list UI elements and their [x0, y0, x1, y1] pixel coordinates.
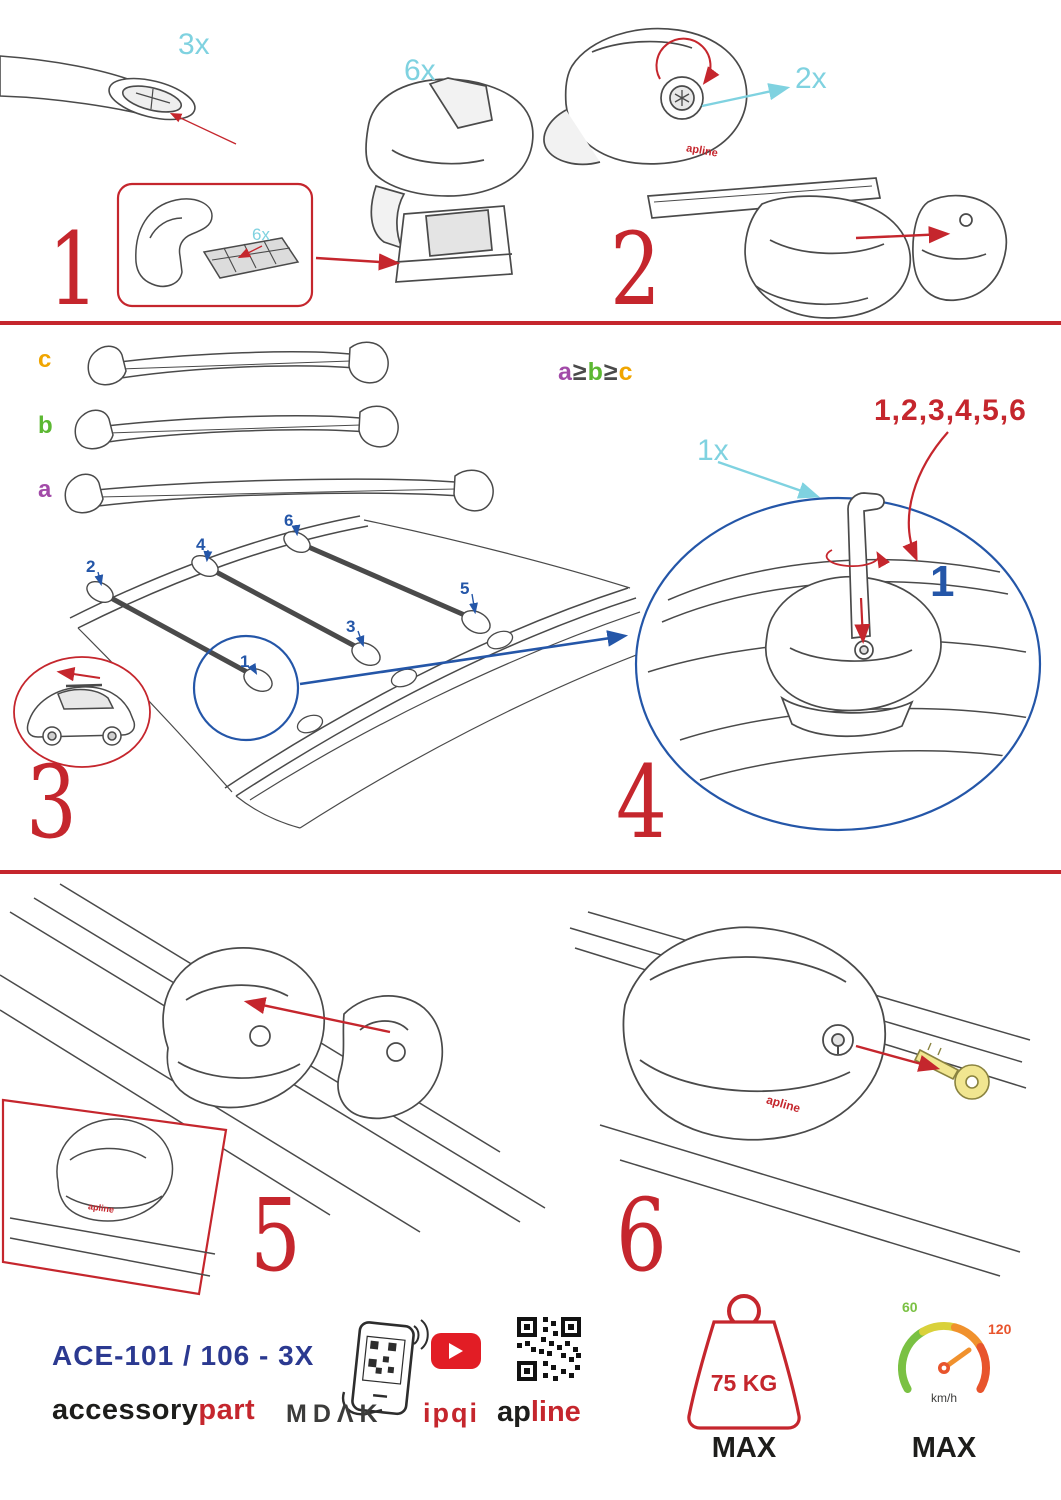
speed-unit: km/h: [930, 1391, 958, 1405]
step5-illustration: [0, 883, 546, 1296]
formula-ge2: ≥: [603, 358, 619, 386]
step2-illustration: [543, 27, 1008, 319]
apline-logo: apline: [497, 1398, 581, 1427]
qr-code: [517, 1317, 581, 1381]
mdak-logo: MDΛK: [286, 1400, 384, 1428]
max-weight-value: 75 KG: [710, 1370, 778, 1396]
model-number: ACE-101 / 106 - 3X: [52, 1340, 315, 1371]
formula-a: a: [558, 358, 573, 386]
bar-label-c: c: [38, 346, 52, 373]
ipqi-logo: ipqi: [423, 1398, 479, 1428]
speed-min-label: 60: [902, 1299, 918, 1315]
accessorypart-logo-accessory: accessory: [52, 1394, 199, 1426]
accessorypart-logo-part: part: [198, 1394, 256, 1426]
step5-number: 5: [250, 1177, 301, 1294]
step3-roof-illustration: [69, 515, 685, 829]
step2-number: 2: [610, 211, 661, 328]
step4-first-position: 1: [930, 557, 955, 606]
roof-position-6: 6: [284, 511, 294, 530]
car-direction-arrow: [56, 667, 101, 682]
step1-clamp-qty: 6x: [404, 54, 436, 87]
step2-qty-arrow: [701, 83, 791, 108]
step5-inset: [1, 1098, 228, 1296]
step1-bar-qty: 3x: [178, 28, 210, 61]
roof-position-5: 5: [460, 579, 470, 598]
car-inset: [13, 656, 151, 768]
step3-highlight-circle: [192, 634, 300, 742]
crossbar-a-illustration: [64, 469, 494, 514]
speed-max-value: 120: [988, 1321, 1012, 1337]
step1-number: 1: [48, 211, 99, 328]
weight-icon: [687, 1294, 801, 1430]
max-weight-label: MAX: [711, 1432, 777, 1464]
section-divider-2: [0, 870, 1061, 874]
roof-position-2: 2: [86, 557, 96, 576]
youtube-icon: [431, 1333, 481, 1369]
step6-number: 6: [616, 1177, 667, 1294]
roof-position-3: 3: [346, 617, 356, 636]
crossbar-b-illustration: [74, 405, 399, 450]
step4-illustration: [634, 431, 1042, 832]
formula-b: b: [587, 358, 604, 386]
apline-logo-line: line: [530, 1396, 581, 1428]
step5-arrow: [243, 997, 391, 1034]
qr-scan-phone-icon: [341, 1319, 429, 1416]
formula-c: c: [618, 358, 634, 386]
formula-ge1: ≥: [572, 358, 588, 386]
crossbar-c-illustration: [87, 341, 389, 386]
crossbar-end-illustration: [0, 55, 196, 121]
step4-number: 4: [616, 744, 667, 861]
step1-inset-qty: 6x: [252, 225, 270, 244]
bar-label-b: b: [38, 412, 53, 439]
footer-icons: [341, 1294, 990, 1430]
apline-logo-ap: ap: [497, 1396, 531, 1428]
roof-position-4: 4: [196, 535, 206, 554]
step1-pointer-line: [169, 113, 237, 145]
tightening-sequence: 1,2,3,4,5,6: [874, 394, 1027, 427]
step3-number: 3: [26, 744, 77, 861]
roof-position-1: 1: [240, 652, 250, 671]
step1-inset: [116, 182, 314, 308]
speedometer-icon: [898, 1321, 990, 1393]
step2-foot-qty: 2x: [795, 62, 827, 95]
step2-foot-top: [543, 27, 748, 166]
size-formula: a≥b≥c: [558, 360, 634, 385]
step4-tool-arrow: [717, 460, 821, 499]
step1-inset-arrow: [237, 245, 263, 259]
step3-detail-arrow: [299, 630, 629, 686]
bar-label-a: a: [38, 476, 52, 503]
key-illustration: [913, 1042, 990, 1100]
max-speed-label: MAX: [911, 1432, 977, 1464]
step6-arrow: [855, 1044, 941, 1072]
step1-foot-illustration: [365, 77, 534, 283]
step1-illustration: [0, 55, 534, 308]
accessorypart-logo: accessorypart: [52, 1396, 255, 1425]
step2-rotate-arrow: [655, 37, 720, 85]
step4-rotate-arrow: [825, 549, 890, 569]
step2-foot-bottom: [646, 177, 1008, 319]
step4-screw-arrow: [854, 597, 871, 644]
step4-sequence-arrow: [902, 431, 949, 562]
step1-arrow: [315, 253, 401, 271]
section-divider-1: [0, 321, 1061, 325]
step4-tool-qty: 1x: [697, 434, 729, 467]
step6-illustration: [569, 911, 1031, 1277]
step2-arrow: [855, 226, 951, 244]
